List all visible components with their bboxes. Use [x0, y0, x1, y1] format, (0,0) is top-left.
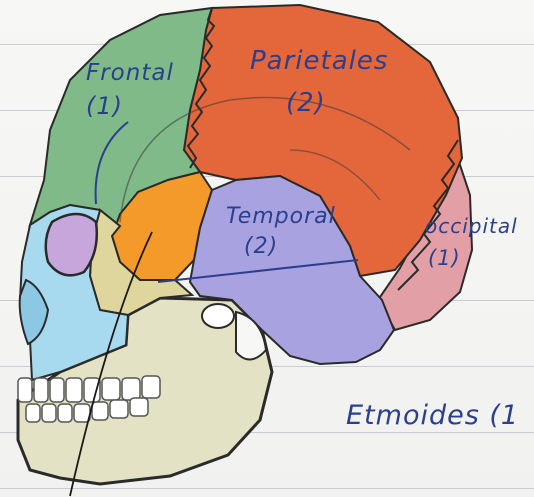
temporal-label: Temporal — [226, 204, 336, 229]
parietales-label: Parietales — [250, 46, 388, 76]
ear-opening — [202, 304, 234, 328]
occipital-label: occipital — [425, 214, 518, 238]
occipital-count: (1) — [428, 246, 461, 270]
frontal-count: (1) — [86, 92, 123, 120]
frontal-label: Frontal — [86, 60, 174, 86]
etmoides-label: Etmoides (1 — [346, 400, 519, 431]
eye-orbit — [46, 214, 97, 275]
temporal-count: (2) — [244, 234, 278, 259]
parietales-count: (2) — [286, 88, 326, 118]
